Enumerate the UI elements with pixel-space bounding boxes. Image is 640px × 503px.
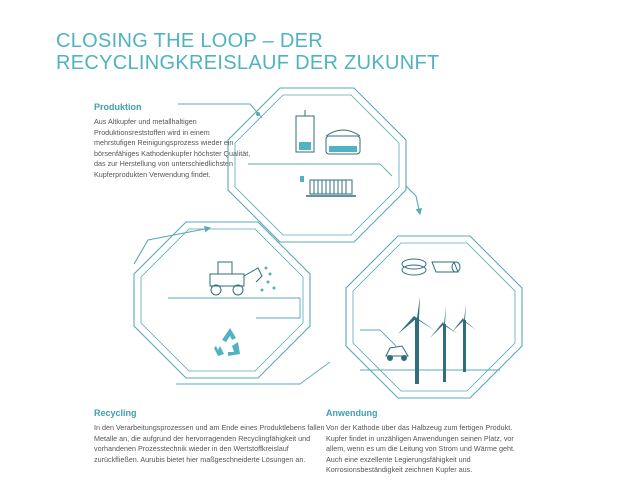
recycling-octagon <box>133 221 331 385</box>
title-line-2: RECYCLINGKREISLAUF DER ZUKUNFT <box>56 52 440 74</box>
title-line-1: CLOSING THE LOOP – DER <box>56 30 324 52</box>
copper-coil-icon <box>401 258 461 276</box>
produktion-text: Aus Altkupfer und metallhaltigen Produkt… <box>94 117 251 179</box>
produktion-octagon <box>227 87 423 243</box>
furnace-icon <box>295 110 361 155</box>
electric-car-icon <box>385 345 409 361</box>
wind-turbine-icon <box>398 296 476 384</box>
produktion-heading: Produktion <box>94 102 142 112</box>
anwendung-text: Von der Kathode über das Halbzeug zum fe… <box>326 423 515 475</box>
recycling-heading: Recycling <box>94 408 137 418</box>
cathode-stack-icon <box>300 176 356 197</box>
page-title: CLOSING THE LOOP – DER RECYCLINGKREISLAU… <box>56 30 440 74</box>
produktion-block: Produktion Aus Altkupfer und metallhalti… <box>94 102 252 181</box>
produktion-connector <box>178 103 263 119</box>
anwendung-heading: Anwendung <box>326 408 378 418</box>
recycling-text: In den Verarbeitungsprozessen und am End… <box>94 423 325 464</box>
anwendung-octagon <box>345 235 523 399</box>
anwendung-block: Anwendung Von der Kathode über das Halbz… <box>326 408 531 476</box>
wheel-loader-icon <box>209 261 276 296</box>
recycling-symbol-icon <box>214 328 240 356</box>
recycling-block: Recycling In den Verarbeitungsprozessen … <box>94 408 326 465</box>
